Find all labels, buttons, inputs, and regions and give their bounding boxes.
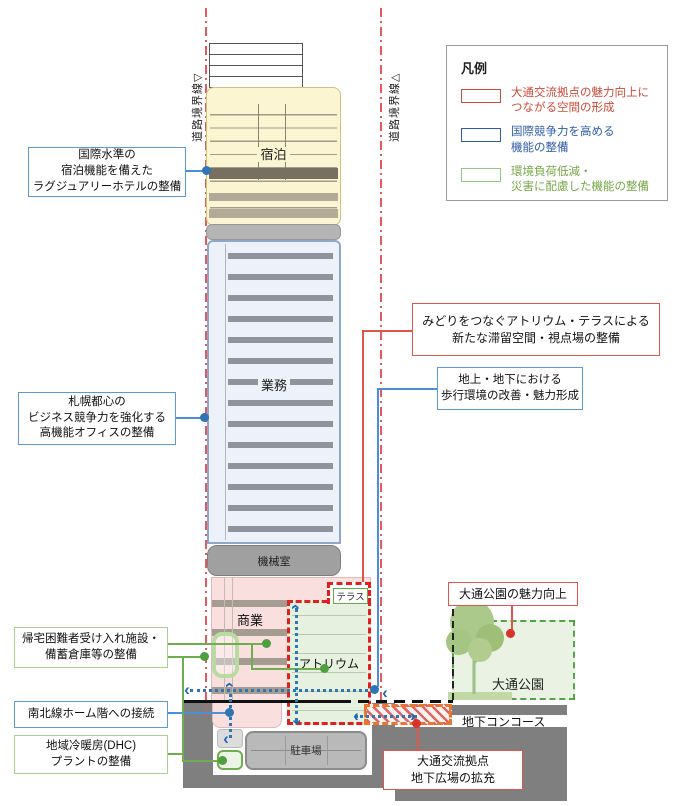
hotel-band (209, 209, 338, 218)
office-label: 業務 (209, 375, 339, 394)
underground-plaza-hatch (364, 704, 452, 725)
callout-park: 大通公園の魅力向上 (448, 582, 578, 606)
connector-shelter-a (168, 643, 268, 645)
penthouse-floor (210, 66, 302, 77)
legend-item: 大通交流拠点の魅力向上に つながる空間の形成 (461, 86, 657, 116)
legend-box: 凡例 大通交流拠点の魅力向上に つながる空間の形成 国際競争力を高める 機能の整… (446, 45, 668, 201)
connector-walk-v (377, 388, 379, 687)
flow-arrow-left-icon: ‹ (223, 729, 229, 748)
penthouse-floor (210, 55, 302, 66)
connector-dot (225, 708, 234, 717)
callout-office: 札幌都心の ビジネス競争力を強化する 高機能オフィスの整備 (18, 392, 176, 445)
grass-strip (448, 692, 512, 700)
connector-dot (200, 413, 209, 422)
connector-dot (202, 166, 211, 175)
ground-line-dashed (340, 700, 453, 703)
connector-dot (200, 652, 209, 661)
connector-dhc-v (182, 656, 184, 761)
connector-dhc-h1 (168, 753, 183, 755)
road-boundary-line-left (205, 8, 207, 716)
connector-plaza (417, 726, 419, 751)
road-boundary-label-left: 道路境界線▽ (192, 72, 204, 142)
connector-dot (320, 664, 329, 673)
parking-block: 駐車場 (245, 731, 367, 770)
connector-atrium-h (362, 330, 413, 332)
connector-shelter-branch-v (251, 643, 253, 670)
road-boundary-line-right (380, 8, 382, 700)
flow-arrow-left-icon: ‹ (382, 683, 388, 702)
legend-title: 凡例 (461, 61, 488, 76)
legend-swatch-blue (461, 128, 501, 143)
connector-shelter-branch-h (251, 668, 325, 670)
commerce-label: 商業 (220, 610, 280, 629)
flow-arrow-right-icon: › (410, 706, 416, 725)
penthouse-block (209, 43, 303, 88)
parking-divider (327, 736, 329, 765)
legend-item: 環境負荷低減・ 災害に配慮した機能の整備 (461, 165, 657, 195)
parking-divider (285, 736, 287, 765)
connector-dot (218, 756, 227, 765)
hotel-label: 宿泊 (207, 144, 340, 163)
connector-dot (506, 629, 515, 638)
callout-atrium-terrace: みどりをつなぐアトリウム・テラスによる 新たな滞留空間・視点場の整備 (412, 303, 660, 356)
ground-line-solid (183, 700, 340, 703)
flow-arrow-down-icon: ‹ (286, 719, 305, 725)
callout-dhc: 地域冷暖房(DHC) プラントの整備 (14, 735, 168, 774)
pedestrian-flow-ground (190, 689, 374, 692)
callout-walkability: 地上・地下における 歩行環境の改善・魅力形成 (437, 367, 583, 410)
terrace-label: テラス (336, 592, 365, 603)
callout-hotel: 国際水準の 宿泊機能を備えた ラグジュアリーホテルの整備 (28, 147, 186, 197)
connector-park (511, 606, 513, 634)
office-floor-stripes (228, 253, 333, 539)
flow-arrow-left-icon: ‹ (184, 680, 190, 699)
hotel-core-shaft (258, 104, 286, 180)
pedestrian-flow-concourse (355, 715, 417, 718)
shelter-facility-marker (212, 632, 239, 678)
callout-shelter: 帰宅困難者受け入れ施設・ 備蓄倉庫等の整備 (14, 627, 168, 668)
flow-arrow-up-icon: ‹ (221, 682, 240, 688)
hotel-band-dark (209, 168, 338, 179)
commerce-basement-block (212, 702, 282, 728)
mechanical-band (206, 224, 341, 240)
legend-swatch-red (461, 89, 501, 103)
callout-underground-plaza: 大通交流拠点 地下広場の拡充 (383, 750, 523, 790)
penthouse-floor (210, 44, 302, 55)
connector-dot (370, 685, 379, 694)
hotel-band (209, 193, 338, 201)
connector-office (176, 417, 205, 419)
pedestrian-flow-vertical-atrium (295, 608, 298, 722)
machine-room-label: 機械室 (257, 555, 291, 568)
road-boundary-label-right: 道路境界線△ (389, 72, 401, 142)
connector-atrium-v (362, 330, 364, 582)
tree-icon (446, 600, 504, 694)
connector-hotel (186, 170, 207, 172)
legend-swatch-green (461, 167, 501, 182)
connector-dot (262, 639, 271, 648)
soil-under-park (452, 705, 567, 715)
parking-divider (251, 750, 361, 752)
concourse-label: 地下コンコース (462, 715, 546, 729)
park-label: 大通公園 (492, 677, 545, 692)
flow-arrow-up-icon: ‹ (287, 604, 306, 610)
park-boundary-dashed-line (452, 585, 454, 705)
connector-subway (168, 712, 230, 714)
connector-shelter-b (168, 656, 206, 658)
atrium-label: アトリウム (296, 657, 361, 671)
office-block: 業務 (207, 240, 341, 544)
terrace-label-box: テラス (333, 588, 368, 604)
connector-dhc-h2 (182, 760, 224, 762)
connector-dot (412, 719, 421, 728)
connector-walk-h (377, 388, 437, 390)
hotel-block: 宿泊 (206, 87, 341, 226)
office-inner-line (225, 244, 227, 540)
legend-item: 国際競争力を高める 機能の整備 (461, 125, 657, 155)
callout-subway: 南北線ホーム階への接続 (14, 701, 168, 728)
machine-room-block: 機械室 (207, 545, 341, 576)
penthouse-floor (210, 77, 302, 87)
flow-arrow-left-icon: ‹ (353, 706, 359, 725)
parking-label: 駐車場 (290, 745, 322, 757)
